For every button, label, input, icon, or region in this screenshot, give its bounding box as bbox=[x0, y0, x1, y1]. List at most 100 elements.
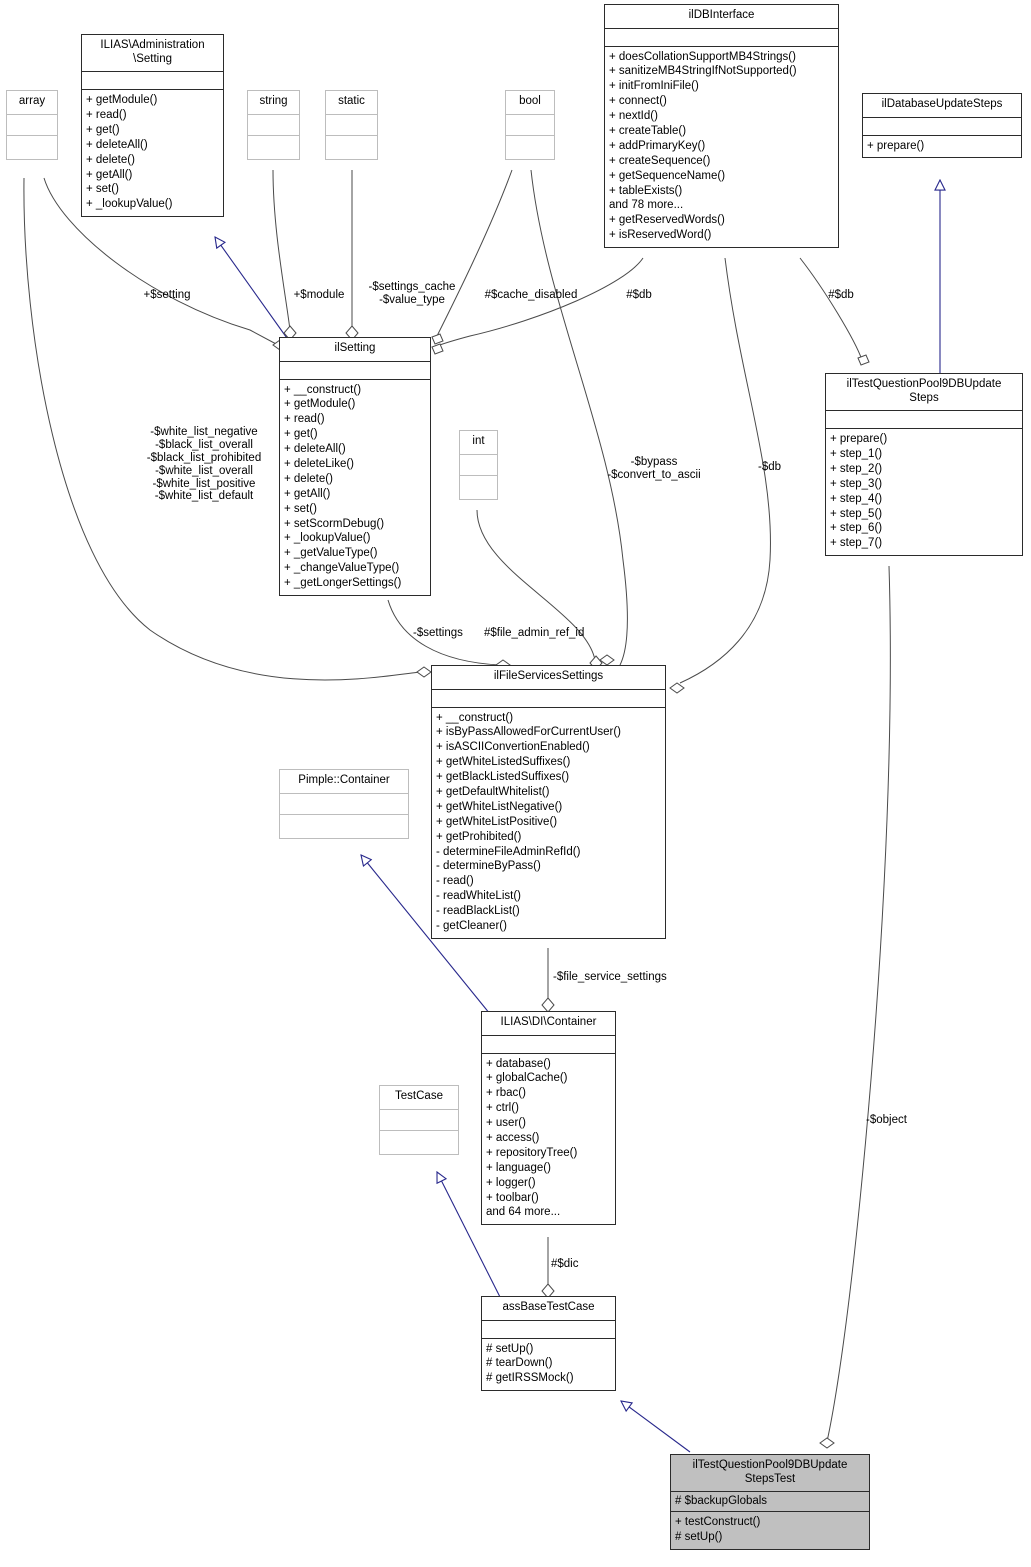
class-title: int bbox=[460, 431, 497, 455]
class-node-iltestquestionpool9dbupdatesteps[interactable]: ilTestQuestionPool9DBUpdate Steps + prep… bbox=[825, 373, 1023, 557]
operation: + prepare() bbox=[867, 139, 925, 152]
operation: + logger() bbox=[486, 1176, 536, 1189]
edge-label-db-right: #$db bbox=[828, 289, 854, 301]
class-node-array[interactable]: array bbox=[6, 90, 58, 160]
class-attributes bbox=[506, 115, 554, 136]
operation: + step_7() bbox=[830, 537, 883, 550]
operation: + toolbar() bbox=[486, 1191, 539, 1204]
edge-label-white-black-lists: -$white_list_negative -$black_list_overa… bbox=[146, 426, 262, 503]
operation: + getSequenceName() bbox=[609, 169, 726, 182]
operation: + createSequence() bbox=[609, 154, 711, 167]
operation: + globalCache() bbox=[486, 1072, 568, 1085]
class-node-iltestquestionpool9dbupdatestepstest[interactable]: ilTestQuestionPool9DBUpdate StepsTest # … bbox=[670, 1454, 870, 1550]
diamond-fileservicesettings bbox=[541, 997, 555, 1013]
class-node-ildatabaseupdatesteps[interactable]: ilDatabaseUpdateSteps + prepare() bbox=[862, 93, 1022, 159]
edge-label-setting: +$setting bbox=[143, 289, 191, 301]
operation: + addPrimaryKey() bbox=[609, 139, 706, 152]
class-title: TestCase bbox=[380, 1086, 458, 1110]
operation: + setScormDebug() bbox=[284, 517, 385, 530]
operation: + isReservedWord() bbox=[609, 229, 712, 242]
operation: + deleteAll() bbox=[284, 443, 346, 456]
operation: + getProhibited() bbox=[436, 830, 522, 843]
operation: + isByPassAllowedForCurrentUser() bbox=[436, 726, 622, 739]
operation: + get() bbox=[86, 123, 120, 136]
operation: + deleteLike() bbox=[284, 458, 354, 471]
operation: + getDefaultWhitelist() bbox=[436, 786, 550, 799]
class-operations: + __construct() + getModule() + read() +… bbox=[280, 380, 430, 595]
attribute: # $backupGlobals bbox=[675, 1495, 768, 1508]
class-attributes bbox=[482, 1036, 615, 1054]
class-attributes bbox=[863, 118, 1021, 136]
class-operations: # setUp() # tearDown() # getIRSSMock() bbox=[482, 1339, 615, 1391]
operation: + language() bbox=[486, 1161, 551, 1174]
operation: + step_5() bbox=[830, 507, 883, 520]
operation: + step_6() bbox=[830, 522, 883, 535]
operation: + user() bbox=[486, 1117, 526, 1130]
class-attributes bbox=[432, 690, 665, 708]
class-attributes: # $backupGlobals bbox=[671, 1492, 869, 1513]
class-operations: + __construct() + isByPassAllowedForCurr… bbox=[432, 708, 665, 938]
class-node-ilfileservicessettings[interactable]: ilFileServicesSettings + __construct() +… bbox=[431, 665, 666, 939]
operation: - readBlackList() bbox=[436, 905, 520, 918]
class-attributes bbox=[280, 362, 430, 380]
class-node-static[interactable]: static bbox=[325, 90, 378, 160]
class-title: ilSetting bbox=[280, 338, 430, 362]
operation: + getWhiteListPositive() bbox=[436, 815, 558, 828]
operation: + getModule() bbox=[86, 94, 158, 107]
operation: + getReservedWords() bbox=[609, 214, 725, 227]
edge-label-settings: -$settings bbox=[413, 627, 463, 639]
edge-test-extends-assbase bbox=[621, 1401, 691, 1453]
class-node-ilsetting[interactable]: ilSetting + __construct() + getModule() … bbox=[279, 337, 431, 597]
class-node-testcase[interactable]: TestCase bbox=[379, 1085, 459, 1155]
operation: + __construct() bbox=[436, 711, 514, 724]
class-operations: + testConstruct() # setUp() bbox=[671, 1512, 869, 1549]
class-node-pimple-container[interactable]: Pimple::Container bbox=[279, 769, 409, 839]
edge-label-db-left: #$db bbox=[626, 289, 652, 301]
class-title: ilTestQuestionPool9DBUpdate Steps bbox=[826, 374, 1022, 412]
operation: + rbac() bbox=[486, 1087, 526, 1100]
class-attributes bbox=[380, 1110, 458, 1131]
class-operations bbox=[7, 136, 57, 159]
operation: + nextId() bbox=[609, 110, 658, 123]
class-node-int[interactable]: int bbox=[459, 430, 498, 500]
class-operations: + prepare() + step_1() + step_2() + step… bbox=[826, 429, 1022, 555]
operation: + initFromIniFile() bbox=[609, 80, 699, 93]
diamond-bypass bbox=[599, 654, 615, 666]
operation: + getWhiteListNegative() bbox=[436, 800, 563, 813]
class-node-ildbinterface[interactable]: ilDBInterface + doesCollationSupportMB4S… bbox=[604, 4, 839, 249]
class-title: string bbox=[248, 91, 299, 115]
operation: # getIRSSMock() bbox=[486, 1372, 574, 1385]
diamond-cachedisabled bbox=[431, 333, 444, 345]
operation: + get() bbox=[284, 428, 318, 441]
class-node-string[interactable]: string bbox=[247, 90, 300, 160]
edge-ilsetting-extends-setting bbox=[215, 237, 290, 342]
operation: + access() bbox=[486, 1132, 540, 1145]
class-node-assbasetestcase[interactable]: assBaseTestCase # setUp() # tearDown() #… bbox=[481, 1296, 616, 1392]
class-operations: + database() + globalCache() + rbac() + … bbox=[482, 1054, 615, 1225]
class-node-ilias-di-container[interactable]: ILIAS\DI\Container + database() + global… bbox=[481, 1011, 616, 1226]
edge-label-settings-cache: -$settings_cache -$value_type bbox=[368, 281, 456, 306]
class-attributes bbox=[826, 411, 1022, 430]
operation: + _lookupValue() bbox=[284, 532, 371, 545]
edge-label-file-service-settings: -$file_service_settings bbox=[553, 971, 667, 983]
operation: # setUp() bbox=[486, 1342, 534, 1355]
operation: + delete() bbox=[284, 472, 333, 485]
operation: and 78 more... bbox=[609, 199, 684, 212]
operation: + __construct() bbox=[284, 383, 362, 396]
operation: + ctrl() bbox=[486, 1102, 519, 1115]
operation: + _lookupValue() bbox=[86, 198, 173, 211]
class-node-ilias-administration-setting[interactable]: ILIAS\Administration \Setting + getModul… bbox=[81, 34, 224, 218]
operation: + step_2() bbox=[830, 462, 883, 475]
operation: + repositoryTree() bbox=[486, 1146, 578, 1159]
class-operations bbox=[380, 1131, 458, 1154]
edge-string-module bbox=[272, 169, 291, 331]
operation: + isASCIIConvertionEnabled() bbox=[436, 741, 590, 754]
operation: + getBlackListedSuffixes() bbox=[436, 771, 570, 784]
class-title: static bbox=[326, 91, 377, 115]
class-node-bool[interactable]: bool bbox=[505, 90, 555, 160]
operation: + prepare() bbox=[830, 433, 888, 446]
class-title: ilFileServicesSettings bbox=[432, 666, 665, 690]
edge-label-module: +$module bbox=[293, 289, 345, 301]
operation: and 64 more... bbox=[486, 1206, 561, 1219]
class-attributes bbox=[82, 72, 223, 91]
